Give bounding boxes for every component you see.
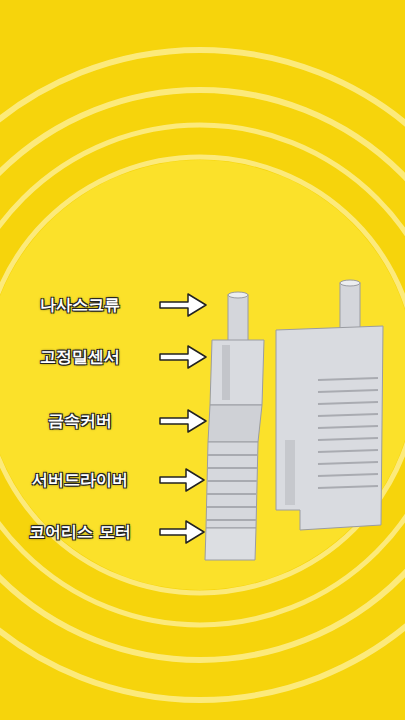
part-label: 고정밀센서	[40, 347, 120, 368]
part-label: 코어리스 모터	[29, 522, 131, 543]
servo-box	[276, 280, 383, 530]
leader-arrow	[160, 346, 206, 368]
inner-disc	[0, 160, 405, 590]
part-label: 나사스크류	[40, 295, 120, 316]
leader-arrow	[160, 521, 204, 543]
leader-arrow	[160, 294, 206, 316]
servo-slim	[205, 292, 264, 560]
leader-arrows	[160, 294, 206, 543]
leader-arrow	[160, 410, 206, 432]
part-label: 서버드라이버	[32, 470, 128, 491]
rings	[0, 50, 405, 700]
leader-arrow	[160, 469, 204, 491]
part-label: 금속커버	[48, 411, 112, 432]
